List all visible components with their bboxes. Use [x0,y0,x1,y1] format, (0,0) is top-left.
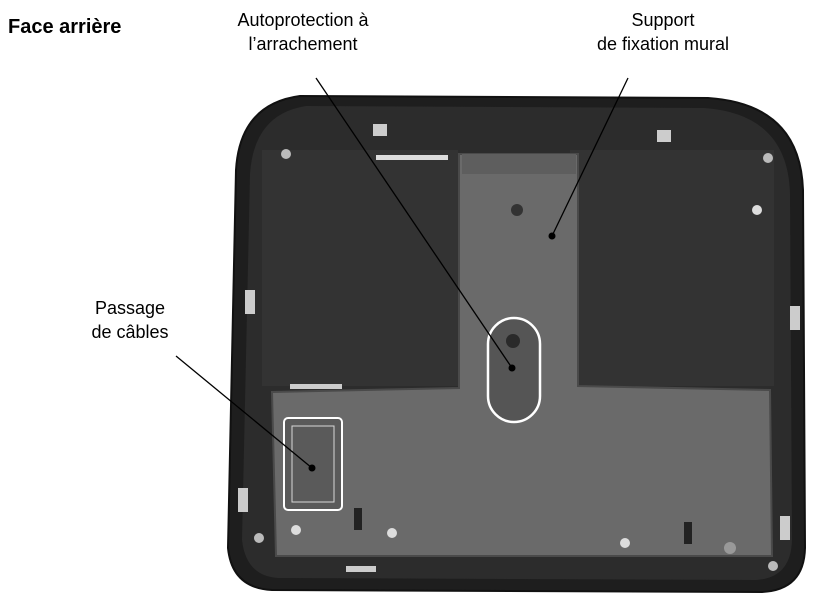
label-support-line2: de fixation mural [596,34,730,54]
label-passage-line1: Passage [94,298,166,318]
wall-mount-top-tab [462,154,576,174]
label-autoprotection: Autoprotection à l’arrachement [198,8,408,56]
slot [376,155,448,160]
screw-hole [387,528,397,538]
leader-autoprotection-dot [508,364,516,372]
leader-autoprotection [315,77,513,369]
panel-right [570,150,774,386]
slot [354,508,362,530]
clip [373,124,387,136]
leader-support [551,77,629,237]
screw-hole [763,153,773,163]
screw-hole [254,533,264,543]
leader-passage-dot [308,464,316,472]
label-autoprotection-line1: Autoprotection à [237,10,369,30]
screw-hole [281,149,291,159]
cable-passage-frame [283,417,343,511]
clip [780,516,790,540]
screw-hole [620,538,630,548]
screw-hole [724,542,736,554]
screw-hole [752,205,762,215]
tamper-pin [506,334,520,348]
slot [684,522,692,544]
clip [790,306,800,330]
panel-left [262,150,458,386]
screw-hole [511,204,523,216]
label-autoprotection-line2: l’arrachement [248,34,358,54]
cable-passage-inner [291,425,335,503]
label-support: Support de fixation mural [548,8,778,56]
slot [346,566,376,572]
clip [657,130,671,142]
clip [238,488,248,512]
label-passage-line2: de câbles [91,322,169,342]
leader-passage [175,355,313,469]
screw-hole [291,525,301,535]
leader-support-dot [548,232,556,240]
page-title: Face arrière [8,16,122,38]
screw-hole [768,561,778,571]
clip [245,290,255,314]
label-support-line1: Support [631,10,695,30]
label-passage: Passage de câbles [60,296,200,344]
slot [290,384,342,389]
